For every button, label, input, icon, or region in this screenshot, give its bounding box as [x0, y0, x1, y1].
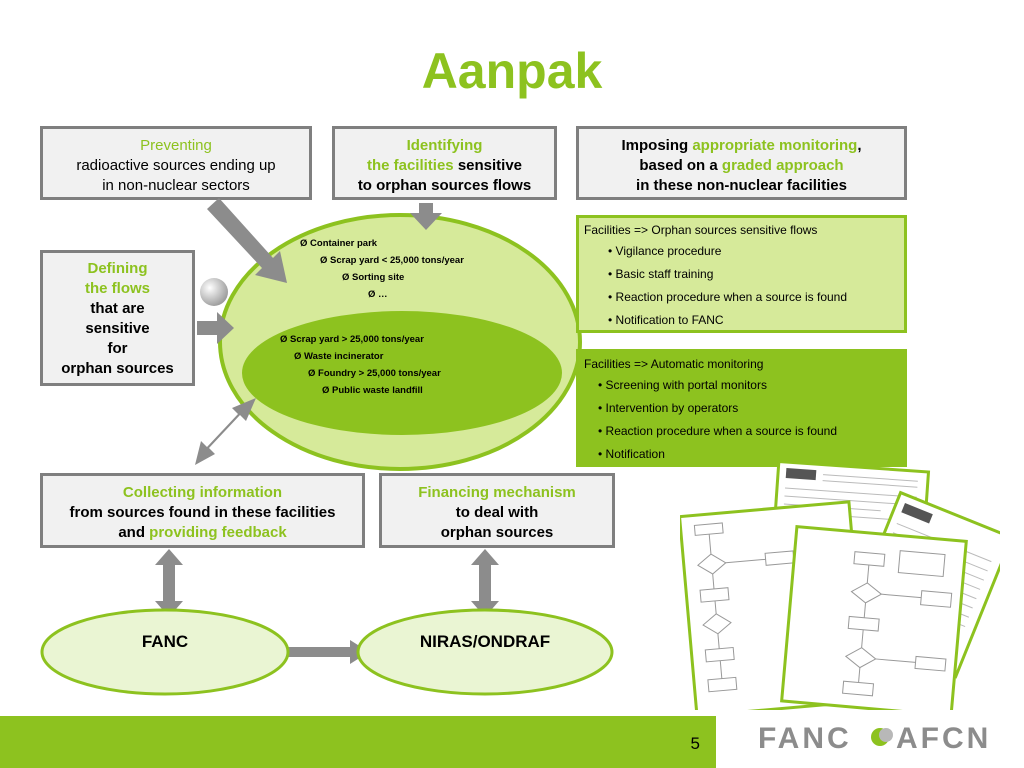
imposing-word: Imposing — [621, 137, 693, 154]
outer-ellipse-list: Ø Container park Ø Scrap yard < 25,000 t… — [290, 235, 530, 303]
collecting-line-2: from sources found in these facilities — [69, 504, 336, 521]
automatic-item-screening: • Screening with portal monitors — [598, 378, 767, 392]
inner-ellipse-list: Ø Scrap yard > 25,000 tons/year Ø Waste … — [278, 331, 518, 399]
automatic-item-reaction: • Reaction procedure when a source is fo… — [598, 424, 838, 438]
identifying-facilities: the facilities — [366, 157, 454, 174]
collecting-heading: Collecting information — [122, 484, 283, 501]
fanc-oval — [40, 608, 290, 696]
identifying-line-3: to orphan sources flows — [357, 177, 532, 194]
fanc-label: FANC — [141, 632, 189, 651]
arrow-identifying-down — [410, 203, 442, 230]
outer-item-more: Ø … — [368, 289, 388, 300]
document-stack-graphic — [677, 459, 1014, 718]
collecting-and: and — [118, 524, 150, 541]
imposing-based: based on a — [639, 157, 722, 174]
financing-line-3: orphan sources — [440, 524, 554, 541]
automatic-monitoring-panel: Facilities => Automatic monitoring • Scr… — [576, 349, 907, 467]
arrow-fanc-niras-horizontal — [260, 640, 369, 664]
logo-fanc-text: FANC — [758, 722, 852, 755]
arrow-niras-vertical — [471, 549, 499, 617]
defining-flows: the flows — [84, 280, 150, 297]
imposing-line-2: based on a graded approach — [579, 156, 904, 176]
page-number: 5 — [690, 734, 700, 753]
outer-item-scrap-yard-small: Ø Scrap yard < 25,000 tons/year — [320, 255, 464, 266]
imposing-comma: , — [857, 137, 862, 154]
identifying-line-2: the facilities sensitive — [335, 156, 554, 176]
page-title: Aanpak — [421, 43, 603, 99]
defining-line-3: that are — [90, 300, 145, 317]
arrow-fanc-vertical — [155, 549, 183, 617]
sensitive-item-reaction: • Reaction procedure when a source is fo… — [608, 290, 848, 304]
preventing-text-1: radioactive sources ending up — [76, 157, 276, 174]
niras-oval — [356, 608, 614, 696]
inner-item-scrap-yard-large: Ø Scrap yard > 25,000 tons/year — [280, 334, 424, 345]
automatic-panel-heading: Facilities => Automatic monitoring — [584, 357, 764, 371]
collecting-box: Collecting information from sources foun… — [40, 473, 365, 548]
defining-line-5: for — [107, 340, 128, 357]
imposing-box: Imposing appropriate monitoring, based o… — [576, 126, 907, 200]
document-thumbnails — [677, 459, 1014, 718]
defining-line-6: orphan sources — [61, 360, 174, 377]
imposing-graded: graded approach — [721, 157, 844, 174]
identifying-heading: Identifying — [406, 137, 483, 154]
arrow-collecting-double — [195, 398, 256, 465]
outer-item-sorting-site: Ø Sorting site — [342, 272, 405, 283]
inner-item-landfill: Ø Public waste landfill — [322, 385, 423, 396]
sensitive-item-training: • Basic staff training — [608, 267, 714, 281]
arrow-preventing-diagonal — [207, 198, 287, 283]
sensitive-panel-heading: Facilities => Orphan sources sensitive f… — [584, 223, 818, 237]
defining-heading: Defining — [87, 260, 148, 277]
footer-bar — [0, 716, 716, 768]
niras-label: NIRAS/ONDRAF — [419, 632, 551, 651]
fanc-afcn-logo: FANC AFCN — [758, 720, 1003, 756]
identifying-sensitive: sensitive — [453, 157, 523, 174]
imposing-line-3: in these non-nuclear facilities — [636, 177, 847, 194]
collecting-feedback: providing feedback — [149, 524, 287, 541]
financing-heading: Financing mechanism — [418, 484, 576, 501]
defining-box: Defining the flows that are sensitive fo… — [40, 250, 195, 386]
sensitive-item-vigilance: • Vigilance procedure — [608, 244, 722, 258]
sphere-icon — [200, 278, 228, 306]
financing-box: Financing mechanism to deal with orphan … — [379, 473, 615, 548]
defining-line-4: sensitive — [85, 320, 150, 337]
inner-item-foundry: Ø Foundry > 25,000 tons/year — [308, 368, 441, 379]
identifying-box: Identifying the facilities sensitive to … — [332, 126, 557, 200]
automatic-item-notification: • Notification — [598, 447, 665, 461]
preventing-text-2: in non-nuclear sectors — [102, 177, 250, 194]
sensitive-item-notification: • Notification to FANC — [608, 313, 724, 327]
logo-afcn-text: AFCN — [896, 722, 991, 755]
outer-item-container-park: Ø Container park — [300, 238, 378, 249]
imposing-monitoring: appropriate monitoring — [692, 137, 858, 154]
preventing-heading: Preventing — [140, 137, 212, 154]
inner-item-waste-incinerator: Ø Waste incinerator — [294, 351, 384, 362]
arrow-defining-right — [197, 312, 234, 344]
sensitive-flows-panel: Facilities => Orphan sources sensitive f… — [576, 215, 907, 333]
financing-line-2: to deal with — [455, 504, 539, 521]
logo-graphic: FANC AFCN — [758, 722, 991, 755]
preventing-box: Preventing radioactive sources ending up… — [40, 126, 312, 200]
automatic-item-intervention: • Intervention by operators — [598, 401, 739, 415]
collecting-line-3: and providing feedback — [43, 523, 362, 543]
inner-ellipse — [242, 311, 562, 435]
imposing-line-1: Imposing appropriate monitoring, — [579, 136, 904, 156]
